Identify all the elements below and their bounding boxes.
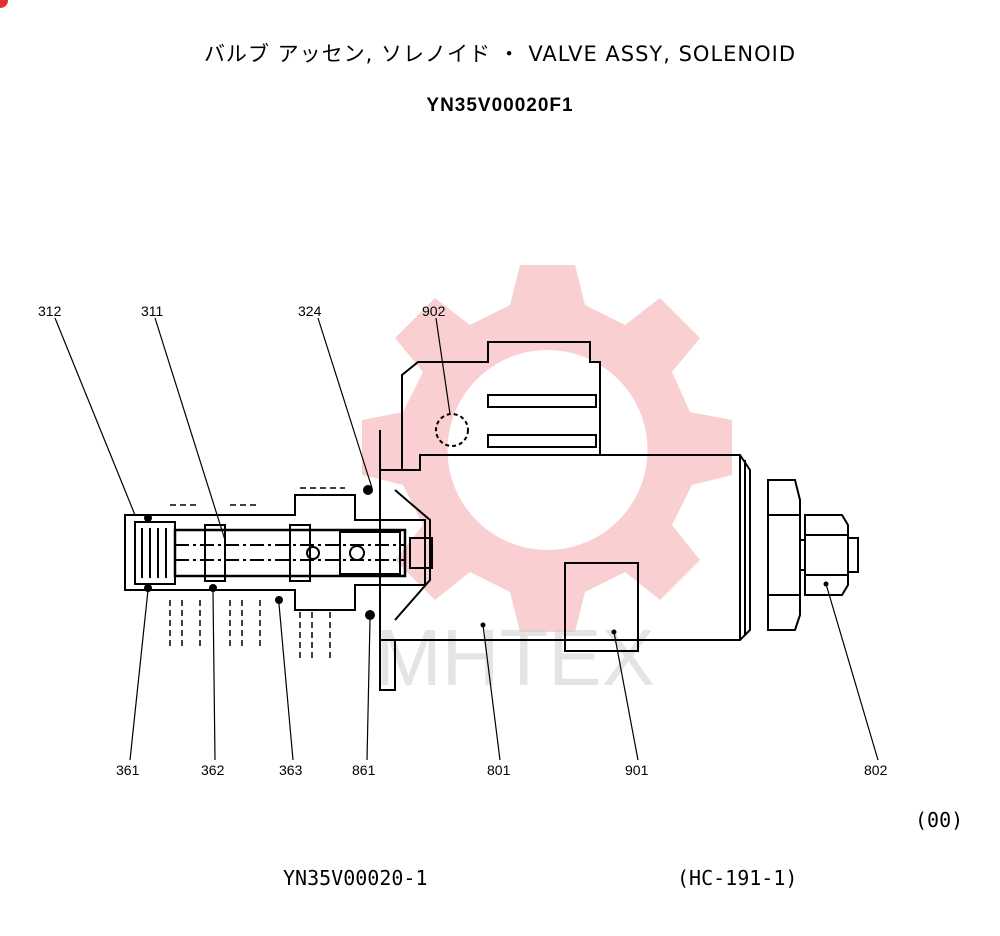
leader-dots — [480, 581, 829, 635]
diagram-title: バルブ アッセン, ソレノイド ・ VALVE ASSY, SOLENOID — [203, 42, 797, 66]
callout-801: 801 — [487, 762, 511, 778]
watermark-gear-icon — [362, 265, 732, 632]
callout-311: 311 — [141, 303, 164, 319]
callout-861: 861 — [352, 762, 376, 778]
watermark-text: MHTEX — [375, 613, 655, 702]
callout-324: 324 — [298, 303, 322, 319]
document-number: YN35V00020-1 — [283, 866, 428, 890]
callout-361: 361 — [116, 762, 140, 778]
valve-cartridge — [124, 494, 433, 611]
callout-labels: 312 311 324 902 361 362 363 861 801 901 … — [38, 303, 888, 778]
hidden-lines — [169, 487, 345, 660]
callout-802: 802 — [864, 762, 888, 778]
leader-lines — [54, 317, 879, 761]
reference-code: (HC-191-1) — [677, 866, 798, 890]
part-number: YN35V00020F1 — [426, 95, 574, 116]
revision-code: (00) — [915, 808, 964, 832]
solenoid-body — [379, 341, 859, 691]
corner-marker — [0, 0, 8, 8]
callout-363: 363 — [279, 762, 303, 778]
seal-rings — [144, 485, 375, 620]
callout-312: 312 — [38, 303, 62, 319]
callout-362: 362 — [201, 762, 225, 778]
callout-902: 902 — [422, 303, 446, 319]
callout-901: 901 — [625, 762, 649, 778]
